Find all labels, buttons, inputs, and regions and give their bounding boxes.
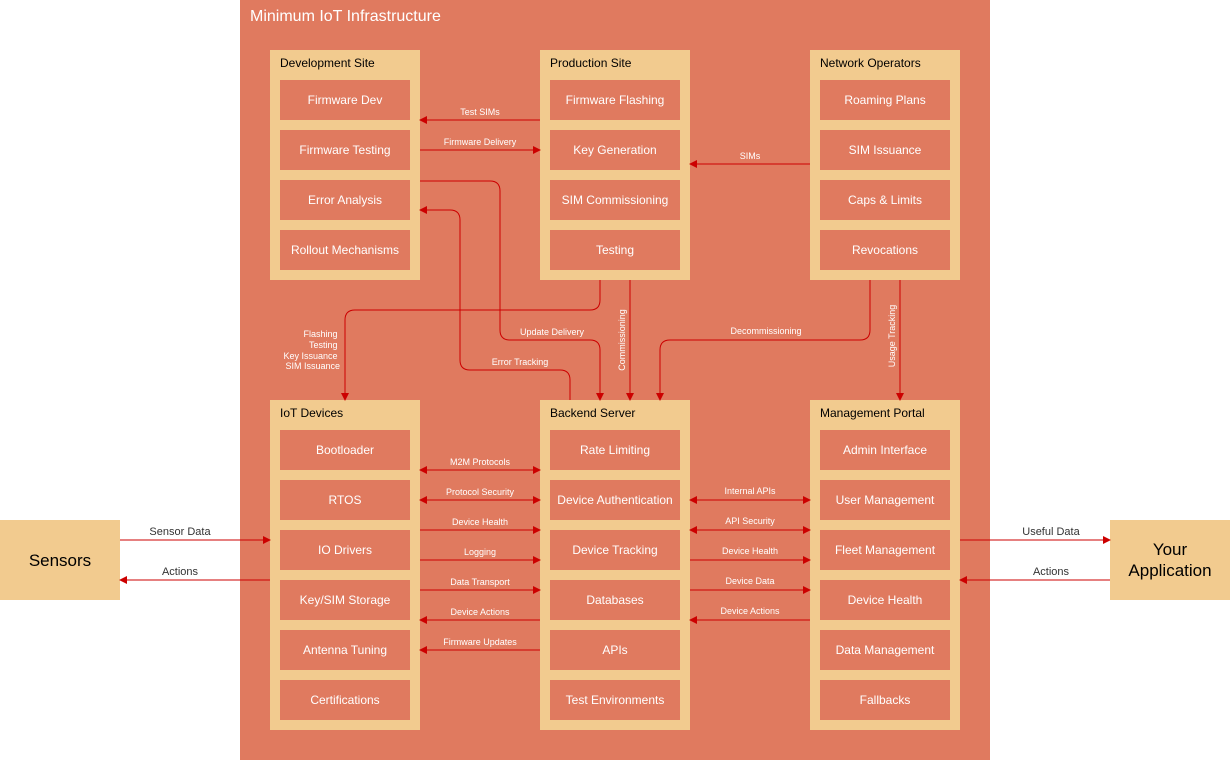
edge-label-protocol-security: Protocol Security [446,487,515,497]
node-error-analysis: Error Analysis [280,180,410,220]
node-fallbacks: Fallbacks [820,680,950,720]
node-user-management: User Management [820,480,950,520]
edge-label-api-security: API Security [725,516,775,526]
node-apis: APIs [550,630,680,670]
node-revocations: Revocations [820,230,950,270]
edge-label-device-actions-iot: Device Actions [450,607,510,617]
edge-label-firmware-delivery: Firmware Delivery [444,137,517,147]
group-title: Management Portal [820,406,925,420]
node-caps-limits: Caps & Limits [820,180,950,220]
edge-label-test-sims: Test SIMs [460,107,500,117]
edge-label-device-actions-portal: Device Actions [720,606,780,616]
edge-label-update-delivery: Update Delivery [520,327,585,337]
group-network-operators: Network Operators Roaming Plans SIM Issu… [810,50,960,280]
node-antenna-tuning: Antenna Tuning [280,630,410,670]
node-device-health: Device Health [820,580,950,620]
node-firmware-dev: Firmware Dev [280,80,410,120]
group-title: IoT Devices [280,406,344,420]
node-device-authentication: Device Authentication [550,480,680,520]
group-title: Development Site [280,56,375,70]
node-sim-commissioning: SIM Commissioning [550,180,680,220]
diagram-title: Minimum IoT Infrastructure [250,8,441,25]
node-certifications: Certifications [280,680,410,720]
edge-label-usage-tracking: Usage Tracking [887,305,897,368]
node-admin-interface: Admin Interface [820,430,950,470]
edge-label-flashing: Flashing Testing Key Issuance SIM Issuan… [283,329,340,371]
edge-label-commissioning: Commissioning [617,309,627,371]
edge-label-line: Testing [309,340,338,350]
node-rate-limiting: Rate Limiting [550,430,680,470]
node-io-drivers: IO Drivers [280,530,410,570]
node-data-management: Data Management [820,630,950,670]
edge-label-logging: Logging [464,547,496,557]
edge-label-error-tracking: Error Tracking [492,357,549,367]
edge-label-line: Flashing [303,329,337,339]
edge-label-device-data: Device Data [725,576,774,586]
group-development-site: Development Site Firmware Dev Firmware T… [270,50,420,280]
edge-label-internal-apis: Internal APIs [724,486,776,496]
external-sensors: Sensors [0,520,120,600]
edge-label-useful-data: Useful Data [1022,526,1080,538]
node-sim-issuance: SIM Issuance [820,130,950,170]
edge-error-tracking [419,206,571,400]
node-rtos: RTOS [280,480,410,520]
node-bootloader: Bootloader [280,430,410,470]
external-your-application: Your Application [1110,520,1230,600]
group-production-site: Production Site Firmware Flashing Key Ge… [540,50,690,280]
edge-decommissioning [656,280,871,401]
node-test-environments: Test Environments [550,680,680,720]
edge-label-actions-sensors: Actions [162,566,199,578]
group-management-portal: Management Portal Admin Interface User M… [810,400,960,730]
edge-label-decommissioning: Decommissioning [730,326,801,336]
external-application-label: Your Application [1128,540,1212,580]
group-title: Production Site [550,56,632,70]
edge-label-line: SIM Issuance [285,361,340,371]
group-title: Network Operators [820,56,921,70]
edge-label-sims: SIMs [740,151,761,161]
edge-label-line: Key Issuance [283,351,337,361]
node-testing: Testing [550,230,680,270]
edge-label-actions-app: Actions [1033,566,1070,578]
group-backend-server: Backend Server Rate Limiting Device Auth… [540,400,690,730]
node-firmware-testing: Firmware Testing [280,130,410,170]
node-key-sim-storage: Key/SIM Storage [280,580,410,620]
node-firmware-flashing: Firmware Flashing [550,80,680,120]
node-key-generation: Key Generation [550,130,680,170]
edge-label-m2m-protocols: M2M Protocols [450,457,511,467]
edge-label-firmware-updates: Firmware Updates [443,637,517,647]
node-device-tracking: Device Tracking [550,530,680,570]
edge-label-data-transport: Data Transport [450,577,510,587]
edge-label-device-health-iot: Device Health [452,517,508,527]
edge-update-delivery [420,180,604,401]
node-roaming-plans: Roaming Plans [820,80,950,120]
external-sensors-label: Sensors [28,550,92,570]
node-databases: Databases [550,580,680,620]
group-title: Backend Server [550,406,636,420]
node-fleet-management: Fleet Management [820,530,950,570]
edge-label-device-health-portal: Device Health [722,546,778,556]
edge-flashing-to-iot [341,280,601,401]
edge-label-sensor-data: Sensor Data [149,526,211,538]
node-rollout-mechanisms: Rollout Mechanisms [280,230,410,270]
group-iot-devices: IoT Devices Bootloader RTOS IO Drivers K… [270,400,420,730]
